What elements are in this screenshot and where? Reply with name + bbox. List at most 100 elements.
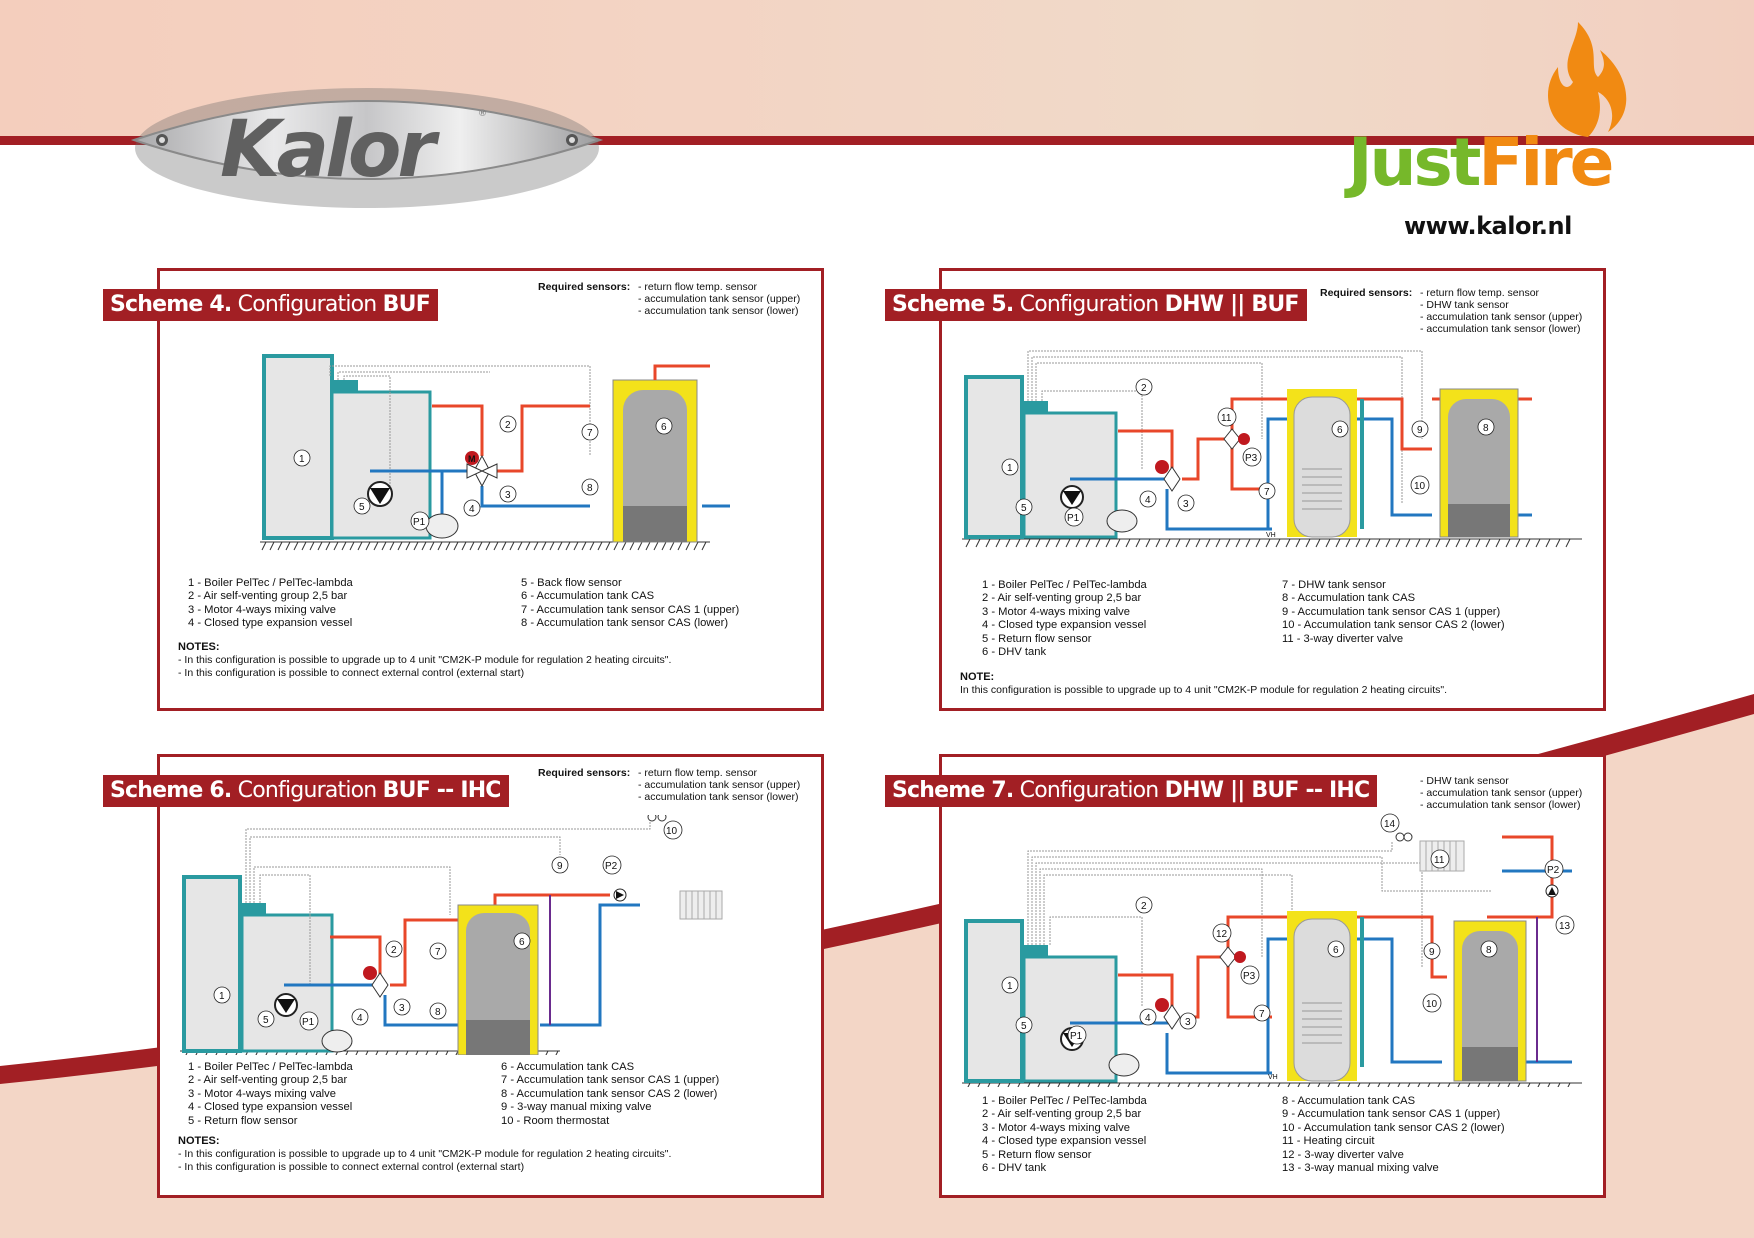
svg-text:6: 6: [661, 422, 667, 433]
svg-text:P3: P3: [1243, 971, 1256, 982]
svg-text:9: 9: [1417, 425, 1423, 436]
scheme-title: Scheme 4. Configuration BUF: [103, 289, 438, 321]
svg-text:®: ®: [478, 109, 487, 119]
diverter-valve-icon: [1223, 428, 1241, 450]
room-thermostat-icon: [647, 815, 667, 822]
svg-text:10: 10: [1414, 481, 1426, 492]
svg-text:11: 11: [1434, 855, 1445, 866]
svg-text:3: 3: [505, 490, 511, 501]
mixing-valve-icon: [1163, 1004, 1181, 1030]
svg-text:6: 6: [1337, 425, 1343, 436]
svg-text:10: 10: [666, 826, 678, 837]
svg-text:3: 3: [1185, 1017, 1191, 1028]
accumulation-tank-icon: [612, 379, 698, 543]
boiler-icon: [182, 875, 334, 1053]
svg-text:P3: P3: [1245, 453, 1258, 464]
svg-text:2: 2: [505, 420, 511, 431]
accumulation-tank-icon: [1453, 920, 1527, 1082]
expansion-vessel-icon: [1106, 509, 1138, 533]
svg-text:2: 2: [391, 945, 397, 956]
notes: NOTE: In this configuration is possible …: [960, 671, 1448, 696]
svg-text:10: 10: [1426, 999, 1438, 1010]
svg-text:1: 1: [1007, 981, 1013, 992]
svg-text:9: 9: [1429, 947, 1435, 958]
svg-text:6: 6: [519, 937, 525, 948]
kalor-logo-text: Kalor: [220, 105, 440, 195]
scheme-title: Scheme 6. Configuration BUF -- IHC: [103, 775, 509, 807]
svg-text:13: 13: [1559, 921, 1571, 932]
pump-p-icon: [1234, 951, 1246, 963]
dhw-tank-icon: [1287, 911, 1357, 1082]
kalor-logo: Kalor ®: [130, 88, 604, 208]
svg-text:8: 8: [435, 1007, 441, 1018]
return-pipe: [370, 469, 730, 508]
mixing-valve-icon: [466, 454, 498, 488]
svg-text:7: 7: [1259, 1009, 1265, 1020]
boiler-icon: [262, 354, 432, 540]
diverter-valve-icon: [1219, 946, 1237, 968]
mixing-valve-icon: [371, 972, 389, 998]
svg-text:1: 1: [1007, 463, 1013, 474]
svg-text:11: 11: [1221, 413, 1232, 424]
accumulation-tank-icon: [457, 904, 539, 1055]
scheme-title: Scheme 5. Configuration DHW || BUF: [885, 289, 1307, 321]
svg-text:5: 5: [359, 502, 365, 513]
svg-text:8: 8: [1486, 945, 1492, 956]
svg-text:14: 14: [1384, 819, 1396, 830]
svg-text:12: 12: [1216, 929, 1228, 940]
motor-icon: [1155, 460, 1169, 474]
svg-text:P2: P2: [605, 861, 618, 872]
justfire-wordmark: JustFire: [1348, 124, 1614, 201]
scheme-title: Scheme 7. Configuration DHW || BUF -- IH…: [885, 775, 1378, 807]
return-pipe: [1070, 869, 1572, 1075]
svg-text:4: 4: [469, 504, 475, 515]
motor-icon: [363, 966, 377, 980]
flame-icon: [1548, 22, 1627, 137]
header-red-band: [0, 136, 1754, 145]
room-thermostat-icon: [1395, 832, 1413, 842]
boiler-icon: [964, 919, 1118, 1083]
accumulation-tank-icon: [1439, 388, 1519, 538]
motor-icon: [465, 451, 479, 465]
svg-text:1: 1: [299, 454, 305, 465]
expansion-vessel-icon: [321, 1029, 353, 1053]
svg-text:P1: P1: [413, 517, 426, 528]
svg-text:P1: P1: [302, 1017, 315, 1028]
notes: NOTES: - In this configuration is possib…: [178, 1135, 672, 1173]
svg-text:M: M: [468, 454, 476, 464]
svg-text:4: 4: [357, 1013, 363, 1024]
justfire-logo: JustFire www.kalor.nl: [1348, 22, 1668, 244]
svg-text:1: 1: [219, 991, 225, 1002]
svg-text:8: 8: [587, 483, 593, 494]
svg-text:5: 5: [263, 1015, 269, 1026]
return-pipe: [1070, 417, 1532, 531]
dhw-tank-icon: [1287, 389, 1357, 538]
svg-text:P1: P1: [1067, 513, 1080, 524]
svg-text:5: 5: [1021, 503, 1027, 514]
motor-icon: [1155, 998, 1169, 1012]
pump-p-icon: [1238, 433, 1250, 445]
scheme-5-panel: Scheme 5. Configuration DHW || BUF Requi…: [885, 268, 1606, 711]
radiator-icon: [679, 890, 723, 920]
svg-text:4: 4: [1145, 1013, 1151, 1024]
svg-text:VH: VH: [1268, 1074, 1278, 1081]
svg-text:7: 7: [1264, 487, 1270, 498]
mixing-valve-icon: [1163, 466, 1181, 492]
website-url[interactable]: www.kalor.nl: [1404, 212, 1572, 240]
svg-text:P2: P2: [1547, 865, 1560, 876]
svg-text:P1: P1: [1070, 1031, 1083, 1042]
svg-text:5: 5: [1021, 1021, 1027, 1032]
flow-pipe: [432, 404, 590, 473]
svg-text:3: 3: [1183, 499, 1189, 510]
boiler-icon: [964, 375, 1118, 539]
svg-text:4: 4: [1145, 495, 1151, 506]
svg-text:3: 3: [399, 1003, 405, 1014]
